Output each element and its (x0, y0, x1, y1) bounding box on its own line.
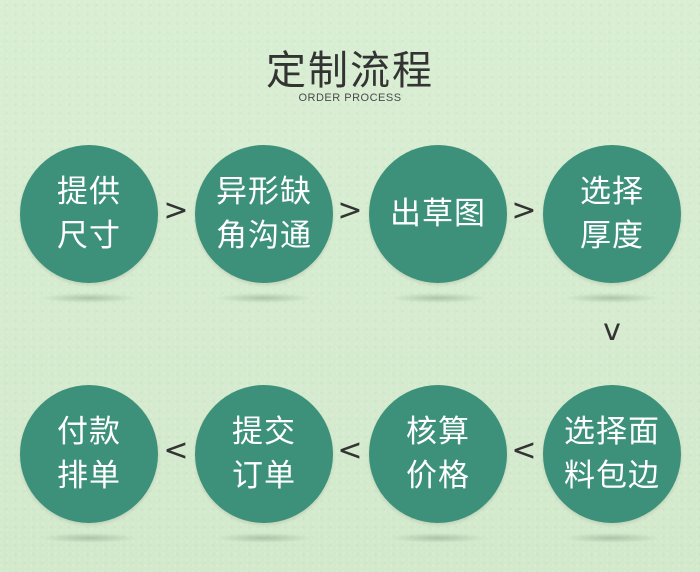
arrow-right-icon: > (163, 193, 189, 228)
step-label: 提交 订单 (232, 414, 296, 494)
step-draft: 出草图 (369, 145, 507, 283)
step-price: 核算 价格 (369, 385, 507, 523)
step-fabric-edging: 选择面 料包边 (543, 385, 681, 523)
step-irregular-shape: 异形缺 角沟通 (195, 145, 333, 283)
step-thickness: 选择 厚度 (543, 145, 681, 283)
step-shadow (390, 293, 486, 303)
arrow-left-icon: < (511, 433, 537, 468)
arrow-left-icon: < (337, 433, 363, 468)
page-title: 定制流程 (266, 48, 434, 94)
step-shadow (41, 293, 137, 303)
step-provide-size: 提供 尺寸 (20, 145, 158, 283)
arrow-right-icon: > (337, 193, 363, 228)
step-shadow (564, 293, 660, 303)
step-label: 选择面 料包边 (564, 414, 660, 494)
step-label: 异形缺 角沟通 (216, 174, 312, 254)
step-shadow (216, 533, 312, 543)
step-label: 出草图 (390, 196, 486, 232)
step-payment: 付款 排单 (20, 385, 158, 523)
arrow-left-icon: < (163, 433, 189, 468)
step-shadow (216, 293, 312, 303)
step-shadow (41, 533, 137, 543)
step-label: 选择 厚度 (580, 174, 644, 254)
page-subtitle: ORDER PROCESS (298, 92, 402, 104)
step-label: 提供 尺寸 (57, 174, 121, 254)
arrow-right-icon: > (511, 193, 537, 228)
step-submit-order: 提交 订单 (195, 385, 333, 523)
arrow-down-icon: v (603, 313, 621, 348)
step-label: 付款 排单 (57, 414, 121, 494)
step-shadow (564, 533, 660, 543)
step-label: 核算 价格 (406, 414, 470, 494)
step-shadow (390, 533, 486, 543)
